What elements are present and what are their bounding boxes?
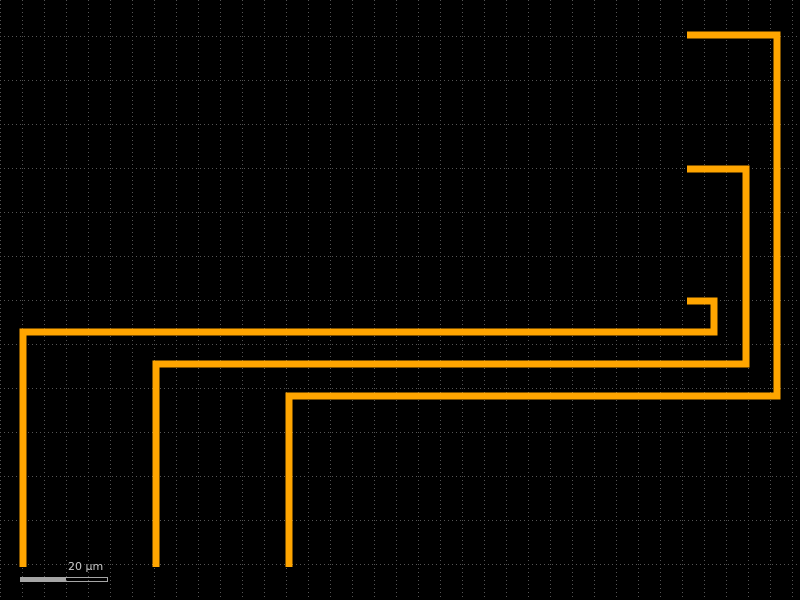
trace-outer xyxy=(285,31,781,567)
scale-bar-label: 20 μm xyxy=(68,560,104,573)
scale-bar-fill xyxy=(20,577,66,582)
scale-bar: 20 μm xyxy=(20,560,120,586)
trace-inner xyxy=(19,297,718,567)
routing-traces xyxy=(19,31,781,567)
trace-middle xyxy=(152,165,750,567)
